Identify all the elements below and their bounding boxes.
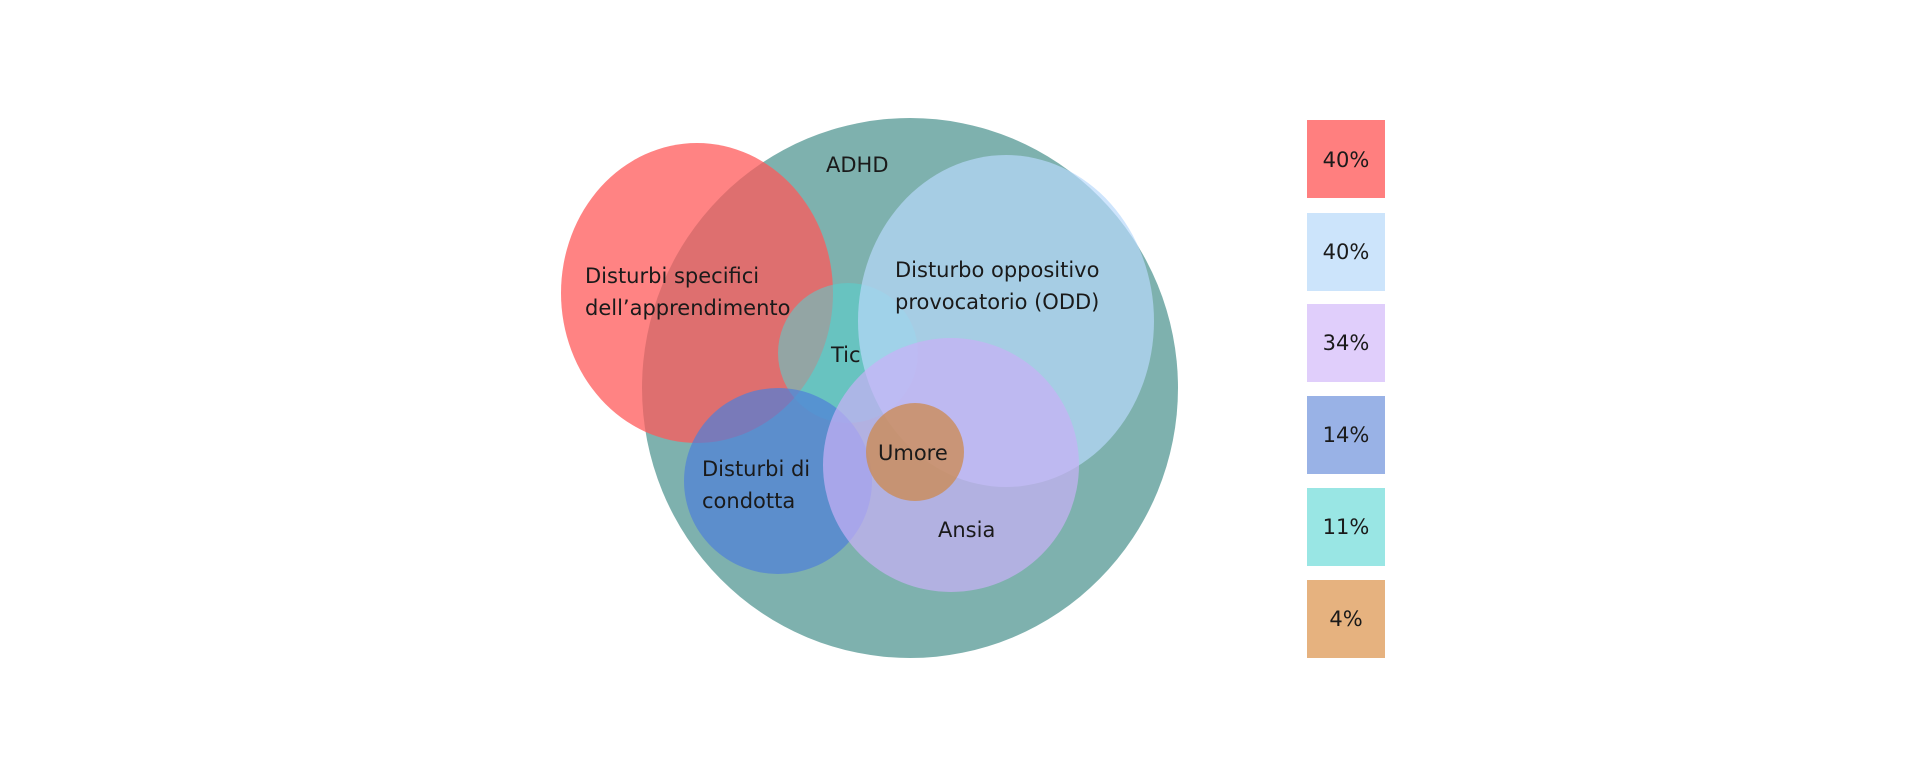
legend-item: 40% (1307, 213, 1385, 291)
label-umore: Umore (878, 441, 948, 465)
legend-label: 14% (1323, 423, 1370, 447)
legend-label: 34% (1323, 331, 1370, 355)
legend-item: 40% (1307, 120, 1385, 198)
legend-swatch (1307, 396, 1385, 474)
legend-swatch (1307, 120, 1385, 198)
legend-swatch (1307, 213, 1385, 291)
legend-item: 11% (1307, 488, 1385, 566)
legend-label: 40% (1323, 240, 1370, 264)
legend-label: 40% (1323, 148, 1370, 172)
circle-dc (684, 388, 872, 574)
label-ansia: Ansia (938, 518, 995, 542)
label-adhd: ADHD (826, 153, 889, 177)
label-layer: ADHD Disturbi specifici dell’apprendimen… (585, 153, 1106, 542)
legend: 40% 40% 34% 14% 11% 4% (1307, 120, 1385, 658)
circle-layer (561, 118, 1178, 658)
legend-item: 14% (1307, 396, 1385, 474)
legend-swatch (1307, 580, 1385, 658)
legend-item: 4% (1307, 580, 1385, 658)
legend-swatch (1307, 304, 1385, 382)
legend-swatch (1307, 488, 1385, 566)
circle-dsa (561, 143, 833, 443)
label-dc: Disturbi di condotta (702, 457, 817, 513)
legend-label: 11% (1323, 515, 1370, 539)
label-dsa: Disturbi specifici dell’apprendimento (585, 264, 790, 320)
label-odd: Disturbo oppositivo provocatorio (ODD) (895, 258, 1106, 314)
legend-item: 34% (1307, 304, 1385, 382)
legend-label: 4% (1329, 607, 1362, 631)
circle-umore (866, 403, 964, 501)
label-tic: Tic (830, 343, 861, 367)
